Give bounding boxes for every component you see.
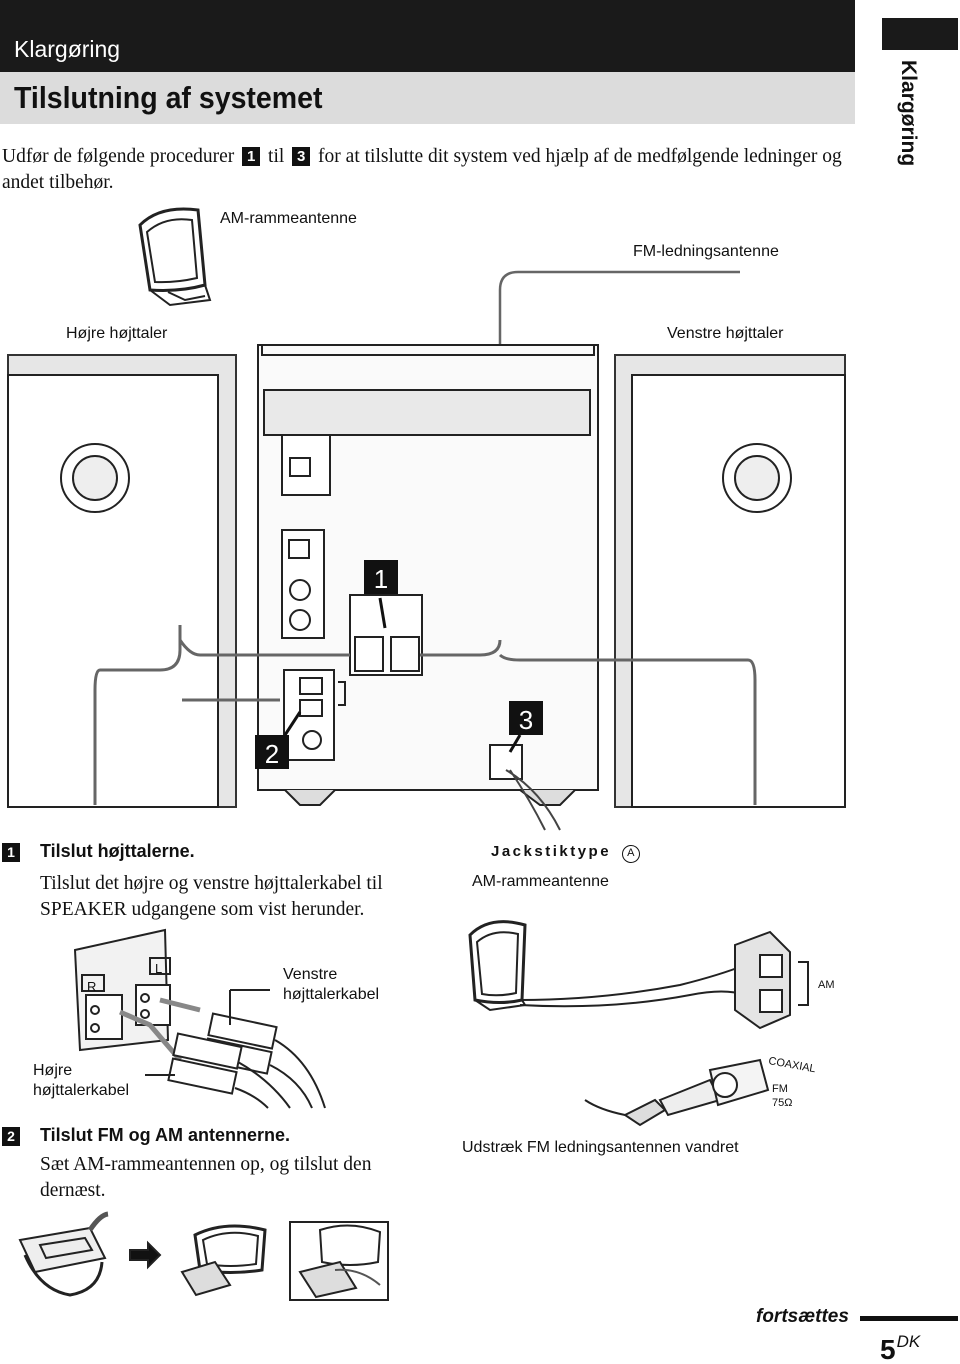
speaker-terminal-illustration — [73, 928, 326, 1109]
main-unit-rear-illustration — [257, 344, 599, 831]
continues-label: fortsættes — [756, 1306, 849, 1327]
continues-rule — [860, 1316, 958, 1321]
section-label: Klargøring — [14, 36, 121, 62]
fm-wire — [498, 270, 740, 630]
step-2-body: Sæt AM-rammeantennen op, og tilslut den … — [40, 1154, 372, 1201]
callout-2-label: 2 — [265, 739, 279, 769]
am-antenna-jack-label: AM-rammeantenne — [472, 873, 609, 890]
step-1-badge: 1 — [2, 843, 20, 862]
right-speaker-illustration — [7, 354, 237, 808]
step-number-badge: 1 — [242, 147, 261, 166]
right-speaker-cable-label: Højre højttalerkabel — [33, 1062, 130, 1099]
section-header-bar: Klargøring — [0, 0, 855, 72]
step-1-heading: Tilslut højttalerne. — [40, 841, 195, 861]
intro-paragraph: Udfør de følgende procedurer 1 til 3 for… — [2, 144, 842, 196]
antenna-assembly-illustrations — [18, 1211, 389, 1301]
fm-terminal-label: FM — [772, 1083, 788, 1095]
title-bar: Tilslutning af systemet — [0, 72, 855, 124]
fm-instruction-label: Udstræk FM ledningsantennen vandret — [462, 1139, 739, 1156]
left-speaker-label: Venstre højttaler — [667, 325, 784, 342]
am-loop-antenna-illustration — [138, 207, 212, 307]
ohm-label: 75Ω — [772, 1097, 792, 1109]
callout-3-label: 3 — [519, 705, 533, 735]
fm-antenna-label: FM-ledningsantenne — [633, 243, 779, 260]
terminal-r-label: R — [87, 979, 97, 994]
intro-text-after: for at tilslutte dit system ved hjælp af… — [2, 146, 842, 193]
page-number-value: 5 — [880, 1334, 896, 1364]
side-section-label: Klargøring — [897, 60, 920, 167]
step-2-heading: Tilslut FM og AM antennerne. — [40, 1125, 291, 1145]
page-number: 5DK — [880, 1332, 920, 1364]
jack-type-text: Jackstiktype — [491, 843, 612, 860]
coaxial-label: COAXIAL — [767, 1055, 816, 1075]
am-antenna-label: AM-rammeantenne — [220, 210, 357, 227]
callout-2: 2 — [255, 735, 289, 769]
step-number-badge: 3 — [292, 147, 311, 166]
side-tab-marker — [882, 18, 958, 50]
page-number-suffix: DK — [896, 1332, 921, 1351]
am-jack-illustration — [468, 920, 809, 1127]
jack-type-marker: A — [621, 845, 640, 863]
callout-1-label: 1 — [374, 564, 388, 594]
am-terminal-label: AM — [818, 979, 835, 991]
callout-3: 3 — [509, 701, 543, 735]
intro-text-before: Udfør de følgende procedurer — [2, 146, 235, 167]
terminal-l-label: L — [155, 961, 163, 976]
step-2-badge: 2 — [2, 1127, 20, 1146]
left-speaker-illustration — [614, 354, 846, 808]
callout-1: 1 — [364, 560, 398, 594]
right-speaker-label: Højre højttaler — [66, 325, 168, 342]
step-1-body: Tilslut det højre og venstre højttalerka… — [40, 873, 383, 920]
intro-text-middle: til — [268, 146, 285, 167]
page-title: Tilslutning af systemet — [14, 80, 323, 115]
left-speaker-cable-label: Venstre højttalerkabel — [283, 966, 380, 1003]
jack-type-label: Jackstiktype A — [491, 843, 640, 863]
